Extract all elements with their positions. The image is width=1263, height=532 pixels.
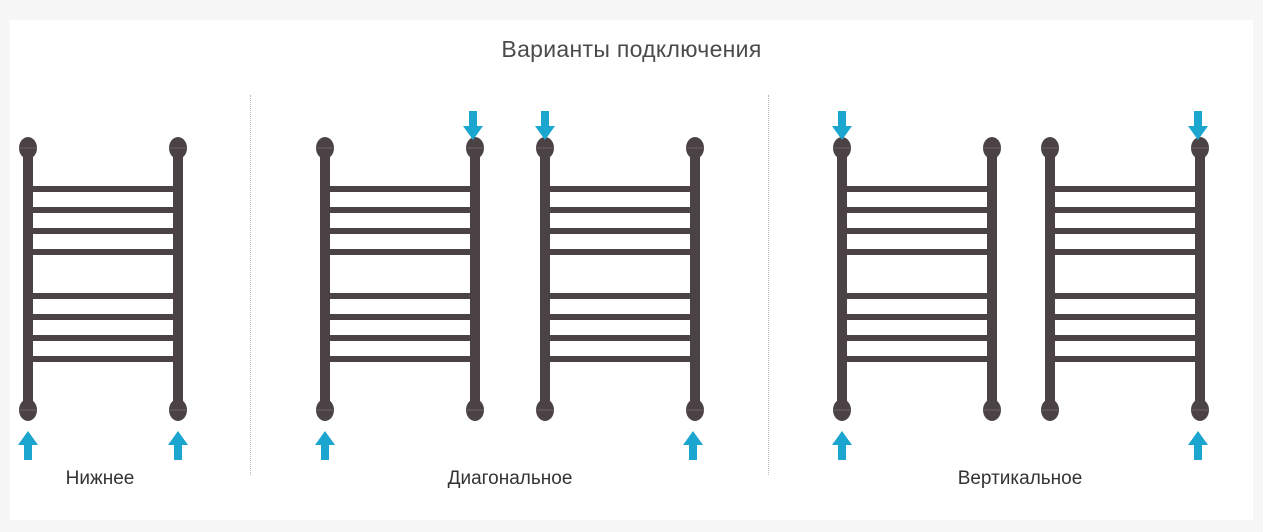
- caption-bottom: Нижнее: [65, 468, 135, 489]
- caption-diagonal: Диагональное: [447, 468, 573, 489]
- arrow-down-icon: [463, 111, 483, 140]
- page-title: Варианты подключения: [501, 36, 762, 62]
- arrow-down-icon: [535, 111, 555, 140]
- arrow-down-icon: [1188, 111, 1208, 140]
- arrow-up-icon: [315, 431, 335, 460]
- arrow-down-icon: [832, 111, 852, 140]
- divider-left: [250, 95, 251, 475]
- divider-right: [768, 95, 769, 475]
- arrow-up-icon: [1188, 431, 1208, 460]
- arrow-up-icon: [832, 431, 852, 460]
- towel-rail-icon: [536, 137, 704, 421]
- arrow-up-icon: [18, 431, 38, 460]
- towel-rail-icon: [316, 137, 484, 421]
- caption-vertical: Вертикальное: [957, 468, 1083, 489]
- arrow-up-icon: [683, 431, 703, 460]
- arrow-up-icon: [168, 431, 188, 460]
- towel-rail-icon: [19, 137, 187, 421]
- towel-rail-icon: [833, 137, 1001, 421]
- towel-rail-icon: [1041, 137, 1209, 421]
